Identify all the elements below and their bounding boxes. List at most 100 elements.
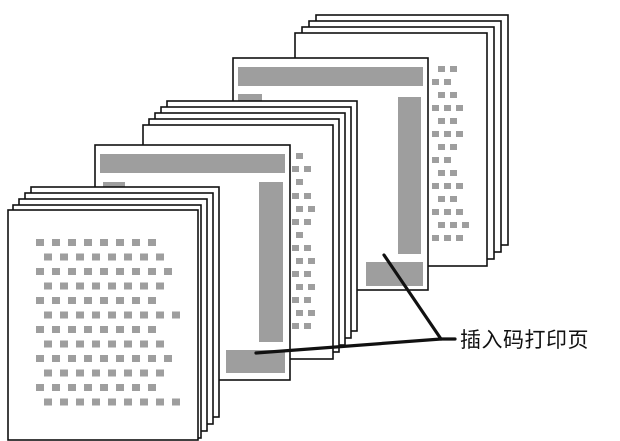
text-dot (156, 340, 164, 348)
text-dot (44, 369, 52, 377)
text-dot (148, 297, 156, 304)
text-dot (172, 311, 180, 319)
text-dot (116, 268, 124, 275)
text-dot (36, 268, 44, 275)
text-dot (60, 253, 68, 261)
text-dot (140, 253, 148, 261)
callout-leader (254, 253, 457, 355)
text-dot (132, 326, 140, 333)
header-band (100, 154, 285, 173)
text-dot (100, 268, 108, 275)
text-dot (68, 384, 76, 391)
text-dot (148, 384, 156, 391)
text-dot (44, 311, 52, 319)
text-dot (92, 369, 100, 377)
text-dot (124, 282, 132, 290)
text-dot (92, 282, 100, 290)
text-dot (124, 311, 132, 319)
text-dot (52, 384, 60, 391)
text-dot (92, 340, 100, 348)
text-dot (156, 398, 164, 406)
text-dot (116, 355, 124, 362)
text-dot (84, 268, 92, 275)
text-dot (84, 355, 92, 362)
text-dot (76, 282, 84, 290)
text-dot (60, 398, 68, 406)
text-dot (140, 398, 148, 406)
text-dot (36, 297, 44, 304)
right-band (398, 97, 421, 254)
text-dot (76, 340, 84, 348)
text-dot (68, 326, 76, 333)
text-dot (140, 282, 148, 290)
callout-label: 插入码打印页 (460, 328, 589, 352)
text-dot (76, 398, 84, 406)
text-dot (100, 384, 108, 391)
text-dot (108, 398, 116, 406)
front-stack (7, 186, 220, 441)
text-dot (68, 268, 76, 275)
text-dot (164, 268, 172, 275)
text-dot (116, 239, 124, 246)
right-band (259, 182, 283, 342)
text-dot (76, 369, 84, 377)
text-dot (124, 340, 132, 348)
text-dot (140, 340, 148, 348)
text-dot (84, 326, 92, 333)
text-dot (60, 369, 68, 377)
text-dot (156, 282, 164, 290)
text-dot (100, 297, 108, 304)
text-dot (108, 282, 116, 290)
text-dot (100, 326, 108, 333)
text-dot (148, 326, 156, 333)
text-dot (148, 268, 156, 275)
text-dot (44, 253, 52, 261)
text-dot (132, 297, 140, 304)
text-dot (68, 355, 76, 362)
back-sheet-dots (432, 66, 469, 241)
text-dot (132, 239, 140, 246)
text-dot (36, 384, 44, 391)
leader-line-back (382, 253, 443, 341)
text-dot (44, 398, 52, 406)
text-dot (132, 268, 140, 275)
text-dot (148, 355, 156, 362)
text-dot (124, 253, 132, 261)
text-dot (68, 297, 76, 304)
text-dot (108, 369, 116, 377)
text-dot (148, 239, 156, 246)
middle-sheet-dots (292, 153, 315, 329)
text-dot (100, 239, 108, 246)
text-dot (156, 311, 164, 319)
text-dot (100, 355, 108, 362)
text-block (36, 239, 180, 406)
text-dot (172, 398, 180, 406)
text-dot (60, 282, 68, 290)
text-dot (92, 398, 100, 406)
text-dot (156, 253, 164, 261)
text-dot (36, 355, 44, 362)
text-dot (76, 253, 84, 261)
text-dot (76, 311, 84, 319)
text-dot (36, 239, 44, 246)
text-dot (92, 253, 100, 261)
text-dot (156, 369, 164, 377)
insert-code-band (366, 262, 423, 286)
header-band (238, 67, 423, 86)
text-sheet (7, 209, 199, 441)
text-dot (44, 282, 52, 290)
text-dot (84, 297, 92, 304)
text-dot (124, 369, 132, 377)
text-dot (116, 384, 124, 391)
leader-line-middle (254, 337, 443, 355)
text-dot (52, 355, 60, 362)
text-dot (132, 355, 140, 362)
text-dot (132, 384, 140, 391)
text-dot (60, 311, 68, 319)
left-tab (103, 182, 125, 190)
text-dot (108, 311, 116, 319)
insert-code-band (226, 350, 285, 373)
text-dot (108, 340, 116, 348)
left-tab (238, 94, 262, 102)
